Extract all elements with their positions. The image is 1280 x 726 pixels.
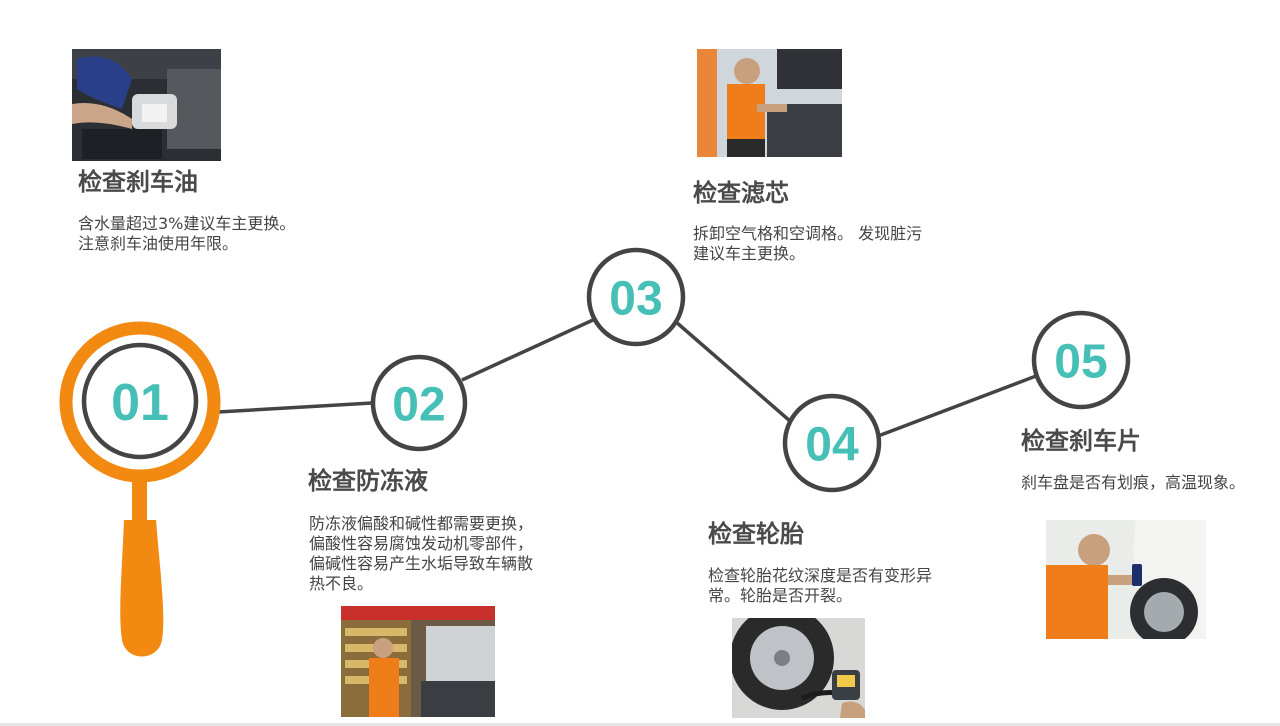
step-circle-2: [370, 354, 468, 452]
step-title-4: 检查轮胎: [708, 520, 804, 548]
step-circle-1: [81, 342, 199, 460]
magnifier-icon: [59, 321, 221, 657]
bottom-divider: [0, 723, 1280, 726]
step-circle-5: [1031, 310, 1131, 410]
step-title-3: 检查滤芯: [693, 179, 789, 207]
step-desc-1: 含水量超过3%建议车主更换。注意刹车油使用年限。: [78, 214, 296, 253]
brake-fluid-photo: [72, 49, 221, 161]
brake-pad-photo: [1046, 520, 1206, 639]
connector-3-4: [674, 320, 792, 423]
step-circle-3: [586, 247, 686, 347]
step-desc-5: 刹车盘是否有划痕，高温现象。: [1021, 473, 1246, 492]
step-number-2: 02: [392, 379, 445, 432]
step-number-4: 04: [805, 419, 859, 472]
filter-photo: [697, 49, 842, 157]
step-title-1: 检查刹车油: [78, 168, 198, 196]
connector-1-2: [217, 401, 373, 414]
coolant-photo: [341, 606, 495, 717]
step-desc-3: 拆卸空气格和空调格。 发现脏污建议车主更换。: [693, 224, 923, 263]
step-number-5: 05: [1054, 336, 1107, 389]
step-title-5: 检查刹车片: [1021, 427, 1141, 455]
connector-4-5: [877, 374, 1037, 438]
step-desc-2: 防冻液偏酸和碱性都需要更换，偏酸性容易腐蚀发动机零部件，偏碱性容易产生水垢导致车…: [309, 514, 534, 593]
connector-2-3: [461, 318, 594, 382]
step-title-2: 检查防冻液: [308, 467, 428, 495]
tire-photo: [732, 618, 865, 718]
step-circle-4: [782, 393, 882, 493]
step-number-3: 03: [609, 273, 662, 326]
step-desc-4: 检查轮胎花纹深度是否有变形异常。轮胎是否开裂。: [708, 566, 933, 605]
step-number-1: 01: [111, 374, 169, 432]
